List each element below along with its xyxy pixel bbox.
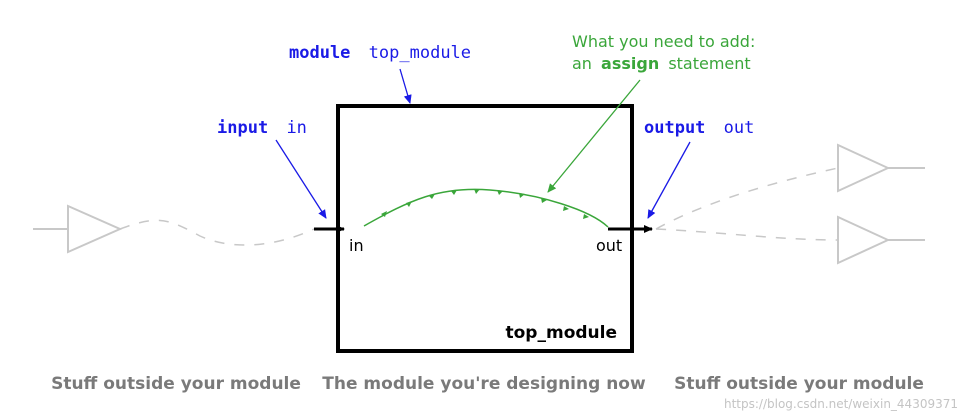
output-pointer-arrow [647, 141, 691, 219]
annotation-line1: What you need to add: [572, 32, 755, 51]
right-buffer-bottom-icon [837, 215, 925, 265]
out-port-label: out [596, 236, 622, 255]
annotation-pointer-arrow [547, 79, 641, 193]
module-box-title: top_module [506, 323, 618, 343]
caption-center: The module you're designing now [322, 374, 646, 394]
watermark: https://blog.csdn.net/weixin_44309371 [724, 397, 958, 411]
in-port-label: in [349, 236, 364, 255]
input-keyword: input [217, 118, 268, 138]
input-declaration-label: input in [217, 118, 307, 138]
right-buffer-top-icon [837, 143, 925, 193]
output-name: out [724, 118, 755, 138]
assign-wire-arrows [381, 189, 589, 219]
right-outside-wire-top [655, 167, 839, 230]
output-keyword: output [644, 118, 705, 138]
annotation-keyword: assign [601, 54, 659, 73]
caption-right: Stuff outside your module [674, 374, 924, 394]
module-pointer-arrow [399, 68, 412, 104]
assign-wire [363, 188, 609, 228]
annotation-line2: an assign statement [572, 54, 751, 73]
left-buffer-icon [33, 204, 123, 254]
input-name: in [286, 118, 306, 138]
module-name: top_module [369, 43, 471, 63]
output-declaration-label: output out [644, 118, 754, 138]
right-outside-wire-bottom [655, 228, 839, 241]
caption-left: Stuff outside your module [51, 374, 301, 394]
module-declaration-label: module top_module [289, 43, 471, 63]
input-pointer-arrow [275, 139, 327, 219]
module-keyword: module [289, 43, 350, 63]
annotation-suffix: statement [668, 54, 750, 73]
left-outside-wire [119, 219, 315, 246]
annotation-prefix: an [572, 54, 592, 73]
